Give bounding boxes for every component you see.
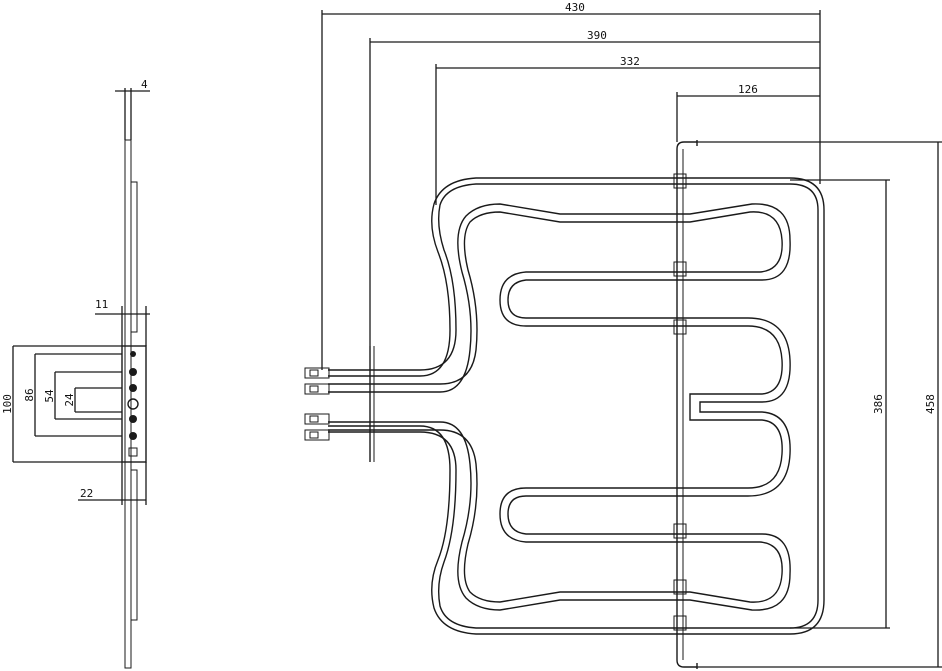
terminal-hole-6 bbox=[129, 432, 137, 440]
side-plate bbox=[124, 139, 132, 669]
terminal-hole-4 bbox=[127, 398, 139, 410]
dim-thickness-label: 4 bbox=[141, 78, 148, 91]
dim-w390-label: 390 bbox=[587, 29, 607, 42]
terminal-hole-2 bbox=[129, 368, 137, 376]
side-plate-lower bbox=[130, 469, 138, 621]
dim-h86-label: 86 bbox=[23, 388, 36, 401]
dim-w22-label: 22 bbox=[80, 487, 93, 500]
dim-flange-label: 11 bbox=[95, 298, 108, 311]
heating-element-inner bbox=[328, 211, 783, 603]
front-view: 430 390 332 126 386 458 bbox=[304, 1, 942, 669]
dim-h386-label: 386 bbox=[872, 394, 885, 414]
dim-h458-label: 458 bbox=[924, 394, 937, 414]
terminal-hole-1 bbox=[130, 351, 136, 357]
dim-w430-label: 430 bbox=[565, 1, 585, 14]
terminal-hole-5 bbox=[129, 415, 137, 423]
heating-element-outer bbox=[328, 183, 819, 629]
terminal-slot bbox=[128, 447, 138, 457]
dim-h100-label: 100 bbox=[1, 394, 14, 414]
terminals bbox=[304, 367, 330, 441]
terminal-hole-3 bbox=[129, 384, 137, 392]
terminal-block bbox=[121, 345, 147, 463]
dim-h54-label: 54 bbox=[43, 389, 56, 403]
dim-h24-label: 24 bbox=[63, 393, 76, 407]
dim-w332-label: 332 bbox=[620, 55, 640, 68]
side-view: 4 11 100 86 54 24 22 bbox=[1, 78, 150, 669]
side-plate-inner bbox=[130, 181, 138, 333]
dim-w126-label: 126 bbox=[738, 83, 758, 96]
mounting-bracket bbox=[676, 141, 697, 668]
